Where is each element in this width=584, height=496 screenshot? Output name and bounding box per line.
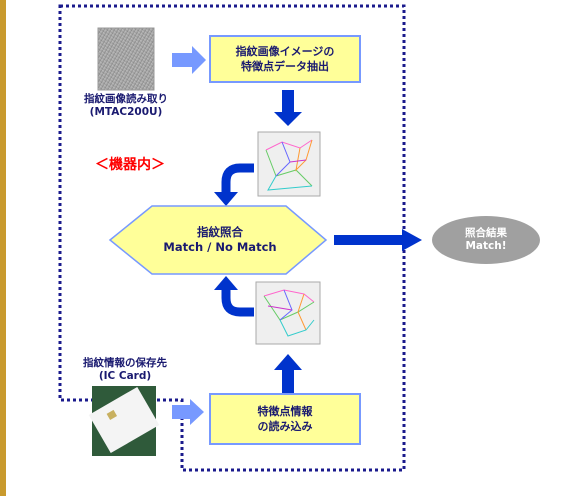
read-box	[209, 393, 361, 445]
read-box-text: 特徴点情報 の読み込み	[210, 394, 360, 444]
storage-label-line2: (IC Card)	[98, 370, 152, 382]
arrow-capture-to-extract	[172, 46, 206, 74]
result-line1: 照合結果	[465, 227, 507, 239]
arrow-read-to-minutiae	[274, 354, 302, 396]
minutiae-image-top	[257, 131, 321, 197]
result-ellipse	[432, 216, 540, 264]
match-hexagon-text: 指紋照合 Match / No Match	[140, 214, 300, 266]
match-hexagon	[108, 205, 328, 275]
curved-arrow-bottom	[221, 288, 254, 317]
result-ellipse-text: 照合結果 Match!	[432, 220, 540, 260]
extract-box-line1: 指紋画像イメージの	[235, 45, 335, 58]
capture-label-line2: (MTAC200U)	[89, 106, 163, 118]
arrow-card-to-read	[172, 399, 204, 425]
arrow-match-to-result	[334, 229, 422, 251]
left-frame-border	[0, 0, 6, 496]
extract-box-text: 指紋画像イメージの 特徴点データ抽出	[210, 36, 360, 82]
extract-box-line2: 特徴点データ抽出	[241, 60, 329, 73]
result-line2: Match!	[465, 240, 507, 252]
storage-label-line1: 指紋情報の保存先	[83, 357, 167, 369]
match-line1: 指紋照合	[197, 225, 243, 239]
match-line2: Match / No Match	[163, 240, 277, 254]
device-label: ＜機器内＞	[95, 157, 165, 173]
arrow-extract-to-minutiae	[274, 90, 302, 126]
curved-arrow-top	[221, 163, 254, 194]
fingerprint-image	[97, 27, 155, 91]
read-box-line1: 特徴点情報	[257, 405, 313, 418]
capture-label-line1: 指紋画像読み取り	[84, 93, 168, 105]
storage-label: 指紋情報の保存先 (IC Card)	[60, 357, 190, 383]
device-boundary	[58, 4, 406, 472]
read-box-line2: の読み込み	[257, 420, 313, 433]
capture-label: 指紋画像読み取り (MTAC200U)	[66, 93, 186, 119]
extract-box	[209, 35, 361, 83]
